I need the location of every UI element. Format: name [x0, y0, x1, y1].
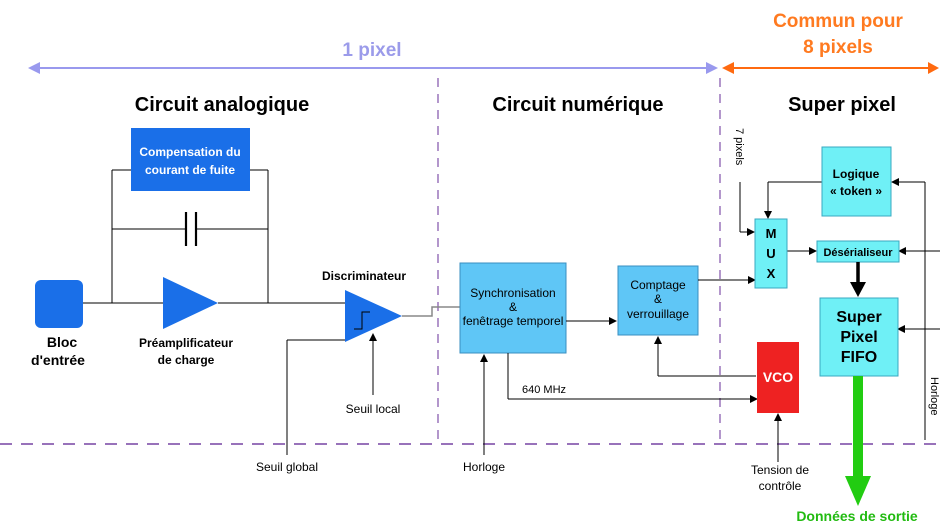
input-block-label-line2: d'entrée — [31, 352, 85, 368]
common-span-arrow — [722, 62, 939, 74]
common-span-label-line2: 8 pixels — [803, 37, 873, 58]
charge-preamplifier-label-line1: Préamplificateur — [139, 336, 233, 350]
leakage-compensation-label-line1: Compensation du — [139, 145, 240, 159]
local-threshold-label: Seuil local — [346, 402, 401, 416]
common-span-label-line1: Commun pour — [773, 11, 903, 32]
sync-label-line2: & — [509, 300, 517, 314]
leakage-compensation-label-line2: courant de fuite — [145, 163, 235, 177]
analog-wiring — [83, 169, 345, 455]
pixel-span-arrow — [28, 62, 718, 74]
token-logic-label-line1: Logique — [833, 167, 880, 181]
clock-label: Horloge — [463, 460, 505, 474]
leakage-compensation-block — [131, 128, 250, 191]
count-label-line2: & — [654, 292, 662, 306]
counting-latching-block — [617, 265, 699, 336]
seven-pixels-label: 7 pixels — [733, 128, 745, 166]
deserializer-to-fifo-arrow — [850, 262, 866, 297]
fifo-label-line2: Pixel — [840, 329, 877, 346]
token-logic-block — [821, 146, 892, 217]
mux-letter-u: U — [766, 246, 775, 261]
sync-label-line1: Synchronisation — [470, 286, 555, 300]
input-block-label-line1: Bloc — [47, 334, 78, 350]
deserializer-label: Désérialiseur — [823, 247, 893, 259]
clock-label-right: Horloge — [928, 377, 940, 416]
section-title-super: Super pixel — [788, 94, 896, 116]
hysteresis-symbol — [354, 311, 370, 330]
fifo-label-line1: Super — [836, 309, 881, 326]
output-data-label: Données de sortie — [796, 508, 918, 524]
sync-label-line3: fenêtrage temporel — [463, 314, 564, 328]
sync-windowing-block — [459, 262, 567, 354]
count-label-line1: Comptage — [630, 278, 686, 292]
super-pixel-fifo-block — [819, 297, 899, 377]
control-voltage-label-line2: contrôle — [759, 479, 802, 493]
fifo-label-line3: FIFO — [841, 349, 877, 366]
section-title-digital: Circuit numérique — [492, 94, 663, 116]
token-logic-label-line2: « token » — [830, 184, 882, 198]
mux-letter-x: X — [767, 266, 776, 281]
charge-preamplifier-label-line2: de charge — [158, 353, 215, 367]
input-block — [35, 280, 83, 328]
frequency-label: 640 MHz — [522, 384, 566, 396]
discriminator-output-wire — [402, 306, 460, 317]
mux-block — [754, 218, 788, 289]
discriminator-label: Discriminateur — [322, 269, 406, 283]
count-label-line3: verrouillage — [627, 307, 689, 321]
super-pixel-wiring — [739, 178, 940, 440]
vco-block — [757, 342, 799, 413]
digital-wiring — [480, 276, 782, 462]
control-voltage-label-line1: Tension de — [751, 463, 809, 477]
output-data-arrow — [845, 376, 871, 506]
pixel-span-label: 1 pixel — [342, 40, 401, 61]
vco-label: VCO — [763, 369, 793, 385]
feedback-capacitor — [184, 212, 198, 246]
charge-preamplifier-triangle — [163, 277, 218, 329]
mux-letter-m: M — [766, 226, 777, 241]
global-threshold-label: Seuil global — [256, 460, 318, 474]
section-title-analog: Circuit analogique — [135, 94, 309, 116]
